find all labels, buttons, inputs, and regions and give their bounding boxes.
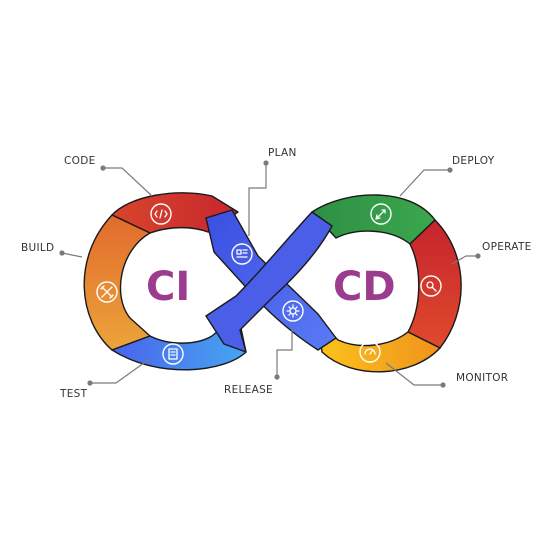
rocket-icon [370, 203, 392, 225]
build-segment [83, 214, 151, 351]
settings-wrench-icon [420, 275, 442, 297]
deploy-leader-dot [447, 167, 453, 173]
release-leader-line [276, 328, 293, 377]
monitor-leader-dot [440, 382, 446, 388]
plan-label: PLAN [268, 147, 297, 159]
test-label: TEST [59, 388, 88, 400]
test-leader-dot [87, 380, 93, 386]
plan-leader-dot [263, 160, 269, 166]
build-leader-line [61, 252, 83, 258]
build-label: BUILD [21, 242, 54, 254]
release-leader-dot [274, 374, 280, 380]
code-label: CODE [64, 155, 96, 167]
deploy-label: DEPLOY [452, 155, 495, 167]
build-leader-dot [59, 250, 65, 256]
gear-icon [282, 300, 304, 322]
checklist-icon [162, 343, 184, 365]
ci-title: CI [146, 264, 190, 310]
operate-leader-dot [475, 253, 481, 259]
wrench-screwdriver-icon [96, 281, 118, 303]
plan-board-icon [231, 243, 253, 265]
operate-label: OPERATE [482, 241, 532, 253]
operate-leader-line [451, 255, 478, 265]
code-brackets-icon [150, 203, 172, 225]
deploy-segment [311, 194, 436, 245]
code-leader-dot [100, 165, 106, 171]
monitor-label: MONITOR [456, 372, 508, 384]
monitor-gauge-icon [359, 341, 381, 363]
plan-leader-line [248, 163, 267, 236]
code-leader-line [103, 167, 153, 197]
release-segment [205, 211, 333, 353]
cd-title: CD [333, 264, 396, 310]
deploy-leader-line [399, 169, 450, 197]
release-label: RELEASE [224, 384, 273, 396]
operate-segment [407, 219, 462, 349]
monitor-leader-line [385, 362, 443, 386]
test-leader-line [90, 359, 149, 384]
monitor-segment [317, 319, 441, 373]
